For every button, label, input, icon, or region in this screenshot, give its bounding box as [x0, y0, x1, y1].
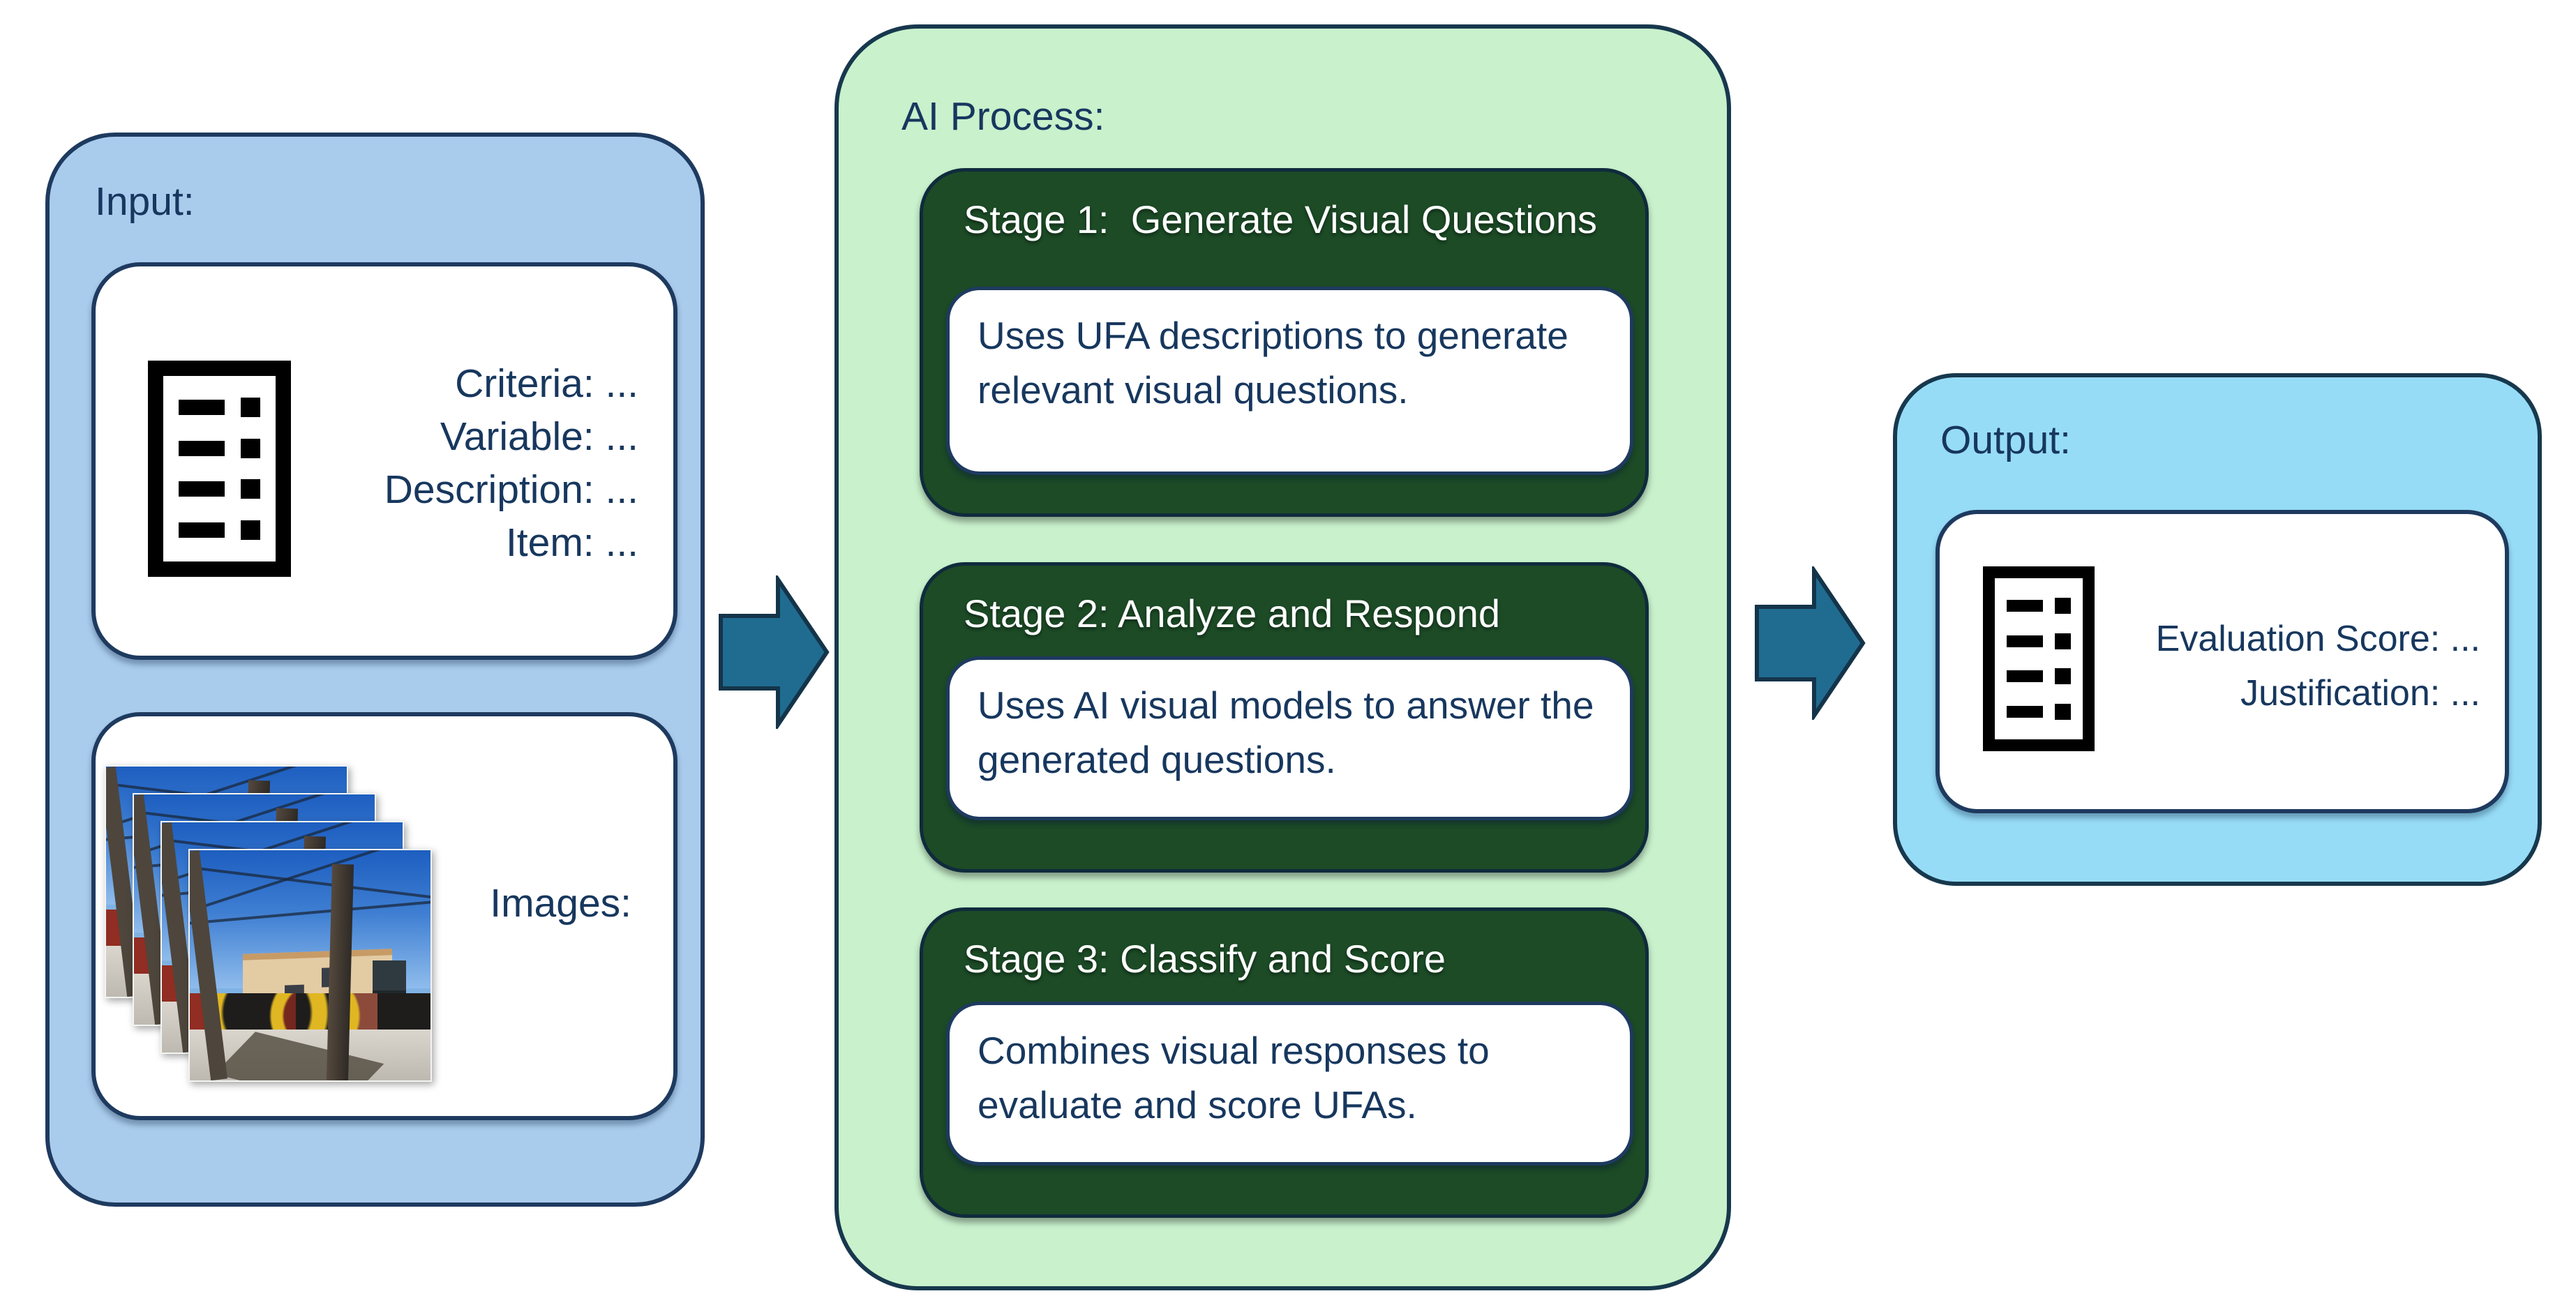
ufa-description-panel: Criteria: ... Variable: ... Description:…	[91, 262, 677, 660]
stage-3-title: Stage 3: Classify and Score	[964, 937, 1446, 981]
ufa-field-variable: Variable: ...	[440, 414, 638, 459]
input-label: Input:	[95, 179, 195, 224]
output-panel: Evaluation Score: ... Justification: ...	[1935, 510, 2509, 813]
checklist-row	[179, 479, 260, 499]
stage-1-title: Stage 1: Generate Visual Questions	[964, 197, 1597, 241]
flow-arrow-right-icon	[719, 575, 830, 729]
ufa-field-criteria: Criteria: ...	[455, 361, 638, 406]
images-panel: Images:	[91, 712, 677, 1120]
checklist-row	[2007, 633, 2071, 649]
output-fields: Evaluation Score: ... Justification: ...	[2156, 612, 2480, 721]
flow-arrow-right-icon	[1755, 566, 1866, 720]
ai-process-label: AI Process:	[901, 94, 1105, 139]
checklist-row	[2007, 597, 2071, 614]
checklist-row	[179, 397, 260, 417]
stage-1-description: Uses UFA descriptions to generate releva…	[978, 314, 1568, 412]
stage-1-box: Stage 1: Generate Visual Questions Uses …	[920, 168, 1649, 517]
stage-2-description: Uses AI visual models to answer the gene…	[978, 684, 1594, 781]
ai-process-group: AI Process: Stage 1: Generate Visual Que…	[834, 24, 1731, 1290]
checklist-row	[2007, 668, 2071, 685]
stage-2-title: Stage 2: Analyze and Respond	[964, 591, 1501, 635]
output-field-justification: Justification: ...	[2240, 673, 2480, 714]
checklist-row	[2007, 704, 2071, 721]
stage-1-panel: Uses UFA descriptions to generate releva…	[946, 287, 1633, 475]
images-label: Images:	[490, 881, 631, 926]
ufa-field-description: Description: ...	[384, 467, 638, 512]
checklist-row	[179, 520, 260, 541]
checklist-icon	[1983, 566, 2095, 751]
stage-3-description: Combines visual responses to evaluate an…	[978, 1029, 1490, 1126]
input-group: Input: Criteria: ... Variable: ... Descr…	[45, 133, 705, 1207]
stage-3-box: Stage 3: Classify and Score Combines vis…	[920, 907, 1649, 1218]
checklist-icon	[148, 361, 291, 577]
stage-2-panel: Uses AI visual models to answer the gene…	[946, 656, 1633, 820]
street-photo	[188, 849, 432, 1082]
stage-2-box: Stage 2: Analyze and Respond Uses AI vis…	[920, 562, 1649, 873]
output-group: Output: Evaluation Score: ... Justificat…	[1893, 373, 2542, 886]
output-label: Output:	[1940, 418, 2071, 462]
stage-3-panel: Combines visual responses to evaluate an…	[946, 1002, 1633, 1166]
output-field-evaluation-score: Evaluation Score: ...	[2155, 619, 2480, 659]
checklist-row	[179, 438, 260, 458]
ufa-field-item: Item: ...	[505, 520, 638, 565]
ufa-fields: Criteria: ... Variable: ... Description:…	[384, 357, 638, 569]
photo-stack-icon	[105, 765, 432, 1082]
